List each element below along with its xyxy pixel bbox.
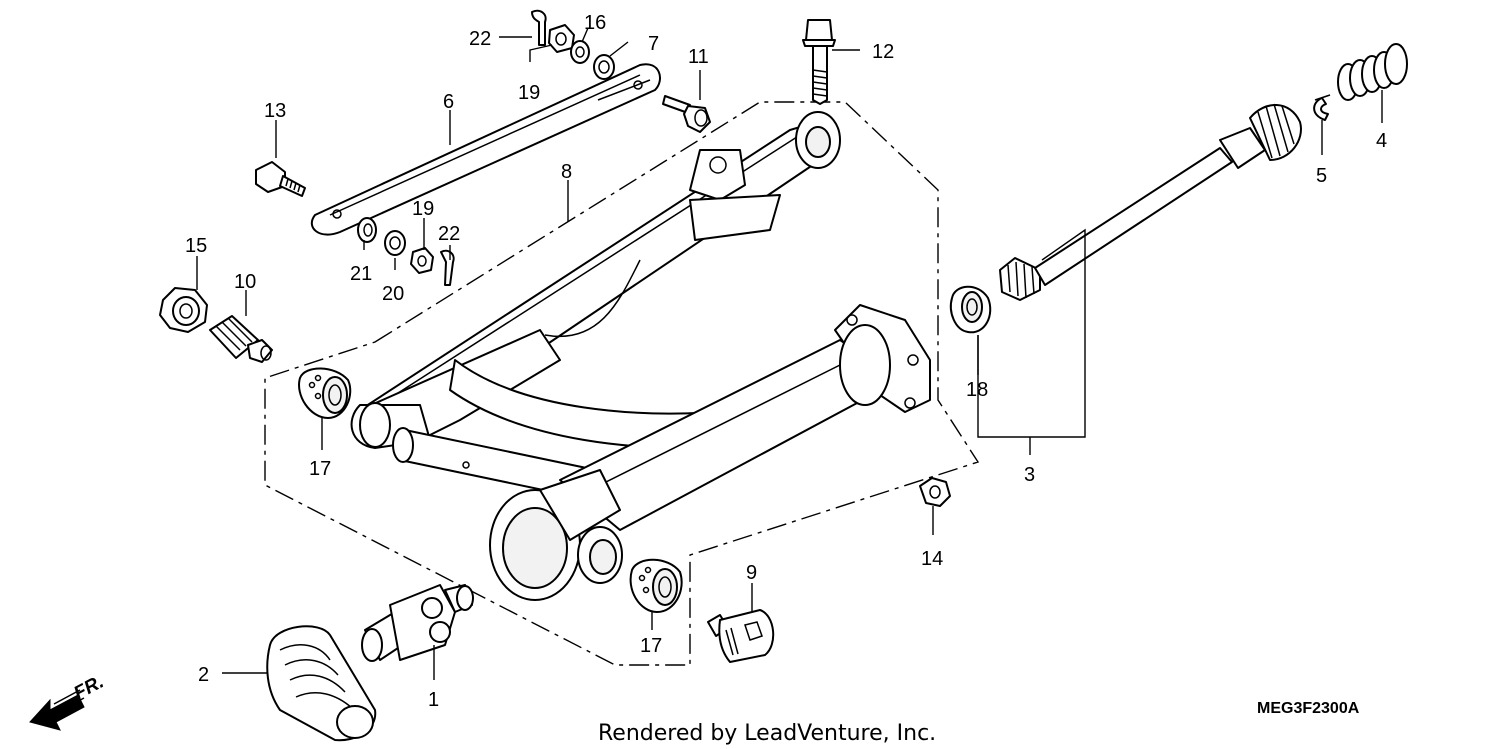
callout-1: 1 xyxy=(428,689,439,711)
bolt-12[interactable] xyxy=(802,19,836,105)
bearing-17-upper[interactable] xyxy=(298,367,352,419)
washer-20[interactable] xyxy=(384,230,406,256)
render-credit: Rendered by LeadVenture, Inc. xyxy=(598,721,936,746)
callout-17-upper: 17 xyxy=(309,458,331,480)
boot-2[interactable] xyxy=(266,625,377,742)
castle-nut-19-lower[interactable] xyxy=(410,247,434,274)
universal-joint[interactable] xyxy=(361,584,474,662)
castle-nut-19-upper[interactable] xyxy=(548,24,575,53)
callout-10: 10 xyxy=(234,271,256,293)
adjust-nut-15[interactable] xyxy=(159,287,208,333)
callout-16: 16 xyxy=(584,12,606,34)
pivot-bolt-10[interactable] xyxy=(209,315,273,363)
callout-8: 8 xyxy=(561,161,572,183)
callout-18: 18 xyxy=(966,379,988,401)
assembly-boundary xyxy=(264,101,980,666)
callout-5: 5 xyxy=(1316,165,1327,187)
callout-labels: 1 2 3 4 5 6 7 8 9 10 11 12 13 14 15 16 1… xyxy=(185,12,1387,711)
callout-22-upper: 22 xyxy=(469,28,491,50)
callout-19-upper: 19 xyxy=(518,82,540,104)
cotter-pin-22-lower[interactable] xyxy=(440,249,455,286)
callout-7: 7 xyxy=(648,33,659,55)
leader-lines xyxy=(196,27,1383,680)
callout-2: 2 xyxy=(198,664,209,686)
nut-14[interactable] xyxy=(919,477,951,507)
front-direction-indicator: FR. xyxy=(29,672,107,731)
callout-19-lower: 19 xyxy=(412,198,434,220)
callout-13: 13 xyxy=(264,100,286,122)
circlip-5[interactable] xyxy=(1313,94,1331,121)
bearing-18[interactable] xyxy=(949,285,992,334)
plug-bolt-9[interactable] xyxy=(707,609,775,663)
callout-21: 21 xyxy=(350,263,372,285)
callout-12: 12 xyxy=(872,41,894,63)
callout-11: 11 xyxy=(688,46,709,68)
cotter-pin-22-upper[interactable] xyxy=(531,9,547,46)
callout-17-lower: 17 xyxy=(640,635,662,657)
washer-16[interactable] xyxy=(570,40,590,64)
washer-21[interactable] xyxy=(357,217,377,243)
drive-shaft[interactable] xyxy=(999,103,1302,301)
front-arrow-icon xyxy=(29,694,85,731)
callout-6: 6 xyxy=(443,91,454,113)
spring-4[interactable] xyxy=(1337,43,1408,101)
callout-22-lower: 22 xyxy=(438,223,460,245)
callout-4: 4 xyxy=(1376,130,1387,152)
bolt-11[interactable] xyxy=(662,95,711,133)
torque-rod[interactable] xyxy=(310,63,661,236)
callout-3: 3 xyxy=(1024,464,1035,486)
diagram-code: MEG3F2300A xyxy=(1257,700,1360,717)
bearing-17-lower[interactable] xyxy=(629,558,683,613)
callout-9: 9 xyxy=(746,562,757,584)
callout-15: 15 xyxy=(185,235,207,257)
washer-7[interactable] xyxy=(593,54,615,80)
bolt-13[interactable] xyxy=(255,161,306,197)
swingarm[interactable] xyxy=(350,111,931,601)
callout-20: 20 xyxy=(382,283,404,305)
callout-14: 14 xyxy=(921,548,943,570)
